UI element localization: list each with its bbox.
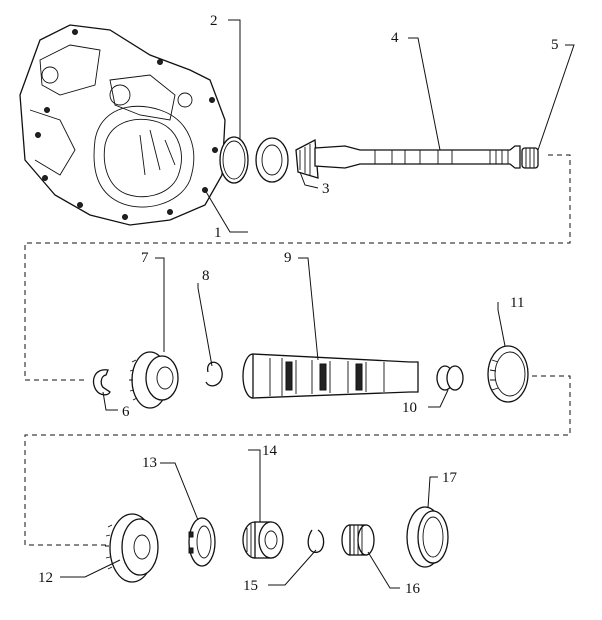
callout-12: 12 — [38, 570, 53, 586]
callout-7: 7 — [141, 250, 149, 266]
callout-10: 10 — [402, 400, 417, 416]
callout-1: 1 — [214, 225, 222, 241]
leader-13 — [160, 462, 199, 521]
leader-9 — [298, 257, 319, 361]
leader-14 — [248, 449, 261, 522]
leader-4 — [408, 37, 441, 151]
leader-10 — [428, 389, 449, 408]
callout-9: 9 — [284, 250, 292, 266]
leader-8 — [197, 283, 213, 367]
leader-1 — [204, 189, 248, 233]
part-8-snap-ring — [205, 361, 223, 387]
part-10-bushing — [436, 365, 464, 391]
callout-15: 15 — [243, 578, 258, 594]
part-7-gear — [129, 351, 179, 409]
leader-3 — [299, 171, 319, 189]
callout-11: 11 — [510, 295, 524, 311]
leader-16 — [367, 551, 400, 589]
callout-8: 8 — [202, 268, 210, 284]
part-11-needle-bearing — [487, 345, 529, 403]
connector-row2-to-row3 — [24, 375, 571, 546]
connector-row1-to-row2 — [24, 154, 571, 381]
leader-17 — [427, 476, 438, 509]
callout-2: 2 — [210, 13, 218, 29]
leader-11 — [497, 302, 506, 347]
part-4-shaft — [314, 145, 521, 169]
callout-17: 17 — [442, 470, 458, 486]
part-17-synchro-ring — [406, 506, 449, 568]
part-13-synchro-ring — [188, 517, 216, 567]
part-5-needle-bearing — [521, 147, 539, 169]
part-9-main-shaft — [242, 353, 419, 399]
leader-5 — [537, 44, 575, 151]
leader-15 — [268, 549, 317, 586]
callout-3: 3 — [322, 181, 330, 197]
callout-4: 4 — [391, 30, 399, 46]
part-2-seal-ring — [219, 136, 249, 184]
callout-6: 6 — [122, 404, 130, 420]
leader-6 — [102, 391, 118, 411]
leader-12 — [60, 559, 121, 578]
callout-14: 14 — [262, 443, 278, 459]
leader-7 — [155, 257, 165, 352]
part-14-bearing — [242, 521, 284, 559]
leader-2 — [228, 19, 241, 140]
part-12-gear — [105, 513, 159, 583]
callout-5: 5 — [551, 37, 559, 53]
part-6-c-clip — [92, 369, 111, 396]
part-3-bearing — [255, 137, 319, 183]
callout-13: 13 — [142, 455, 157, 471]
part-15-snap-ring — [307, 529, 325, 553]
part-16-needle-bearing — [341, 524, 375, 556]
callout-16: 16 — [405, 581, 421, 597]
transmission-housing — [19, 24, 226, 226]
